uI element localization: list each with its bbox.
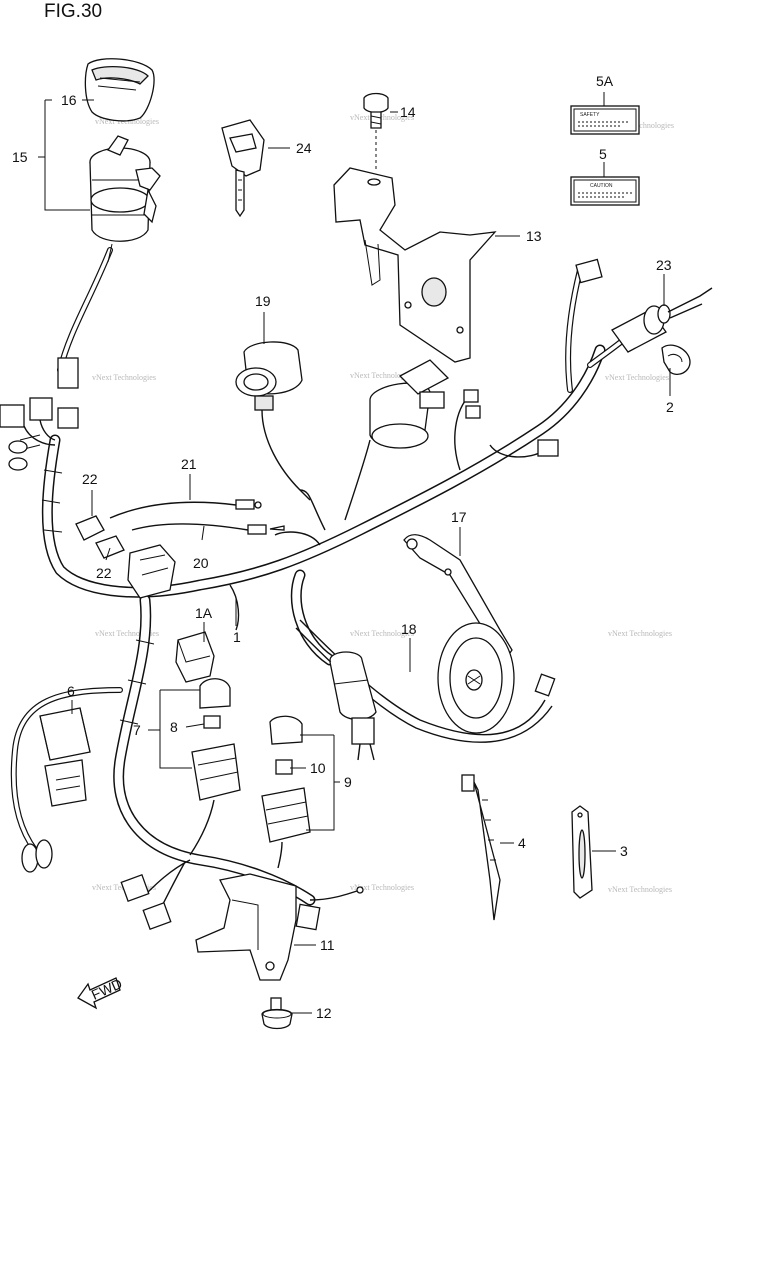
caution-label-text: CAUTION (590, 183, 613, 189)
watermark: vNext Technologies (350, 113, 414, 122)
part-label: 18 (401, 621, 417, 637)
clamp-3 (571, 805, 593, 899)
part-label: 12 (316, 1005, 332, 1021)
lower-coil (329, 651, 377, 761)
safety-label: SAFETY (570, 105, 640, 135)
connector-cap-22-lower (95, 535, 125, 559)
part-label: 5A (596, 73, 614, 89)
part-label: 22 (82, 471, 98, 487)
part-label: 20 (193, 555, 209, 571)
part-label: 9 (344, 774, 352, 790)
part-label: 16 (61, 92, 77, 108)
part-label: 7 (133, 722, 141, 738)
watermarks: vNext Technologies vNext Technologies vN… (92, 113, 674, 894)
bolt-12 (261, 997, 293, 1030)
watermark: vNext Technologies (350, 629, 414, 638)
lead-wire-21 (109, 499, 262, 519)
part-label: 24 (296, 140, 312, 156)
fuse-box-9 (261, 715, 311, 869)
bracket-11 (195, 873, 297, 981)
bolt-14 (363, 92, 389, 172)
watermark: vNext Technologies (350, 371, 414, 380)
part-label: 13 (526, 228, 542, 244)
part-label: 11 (320, 937, 335, 953)
fuse-box-7 (189, 678, 241, 856)
watermark: vNext Technologies (95, 117, 159, 126)
safety-label-text: SAFETY (580, 112, 600, 118)
watermark: vNext Technologies (610, 121, 674, 130)
part-label: 1A (195, 605, 213, 621)
part-label: 19 (255, 293, 271, 309)
cable-tie-4 (461, 774, 501, 921)
switch-23 (575, 258, 713, 353)
part-label: 14 (400, 104, 416, 120)
caution-label: CAUTION (570, 176, 640, 206)
bracket-13 (333, 167, 497, 363)
part-label: 21 (181, 456, 197, 472)
watermark: vNext Technologies (350, 883, 414, 892)
part-label: 5 (599, 146, 607, 162)
handlebar-switch-19 (235, 341, 311, 501)
forward-arrow-icon: FWD (77, 975, 125, 1010)
part-label: 15 (12, 149, 28, 165)
ignition-key-cap (84, 58, 155, 122)
part-label: 23 (656, 257, 672, 273)
watermark: vNext Technologies (605, 373, 669, 382)
ignition-switch (89, 135, 161, 263)
part-label: 2 (666, 399, 674, 415)
part-label: 4 (518, 835, 526, 851)
left-connector-cluster (0, 357, 79, 471)
part-label: 3 (620, 843, 628, 859)
connector-cap-22-upper (75, 515, 105, 541)
part-label: 8 (170, 719, 178, 735)
part-label: 22 (96, 565, 112, 581)
lead-wire-20 (131, 523, 285, 535)
watermark: vNext Technologies (608, 885, 672, 894)
key (221, 119, 265, 218)
forward-label: FWD (89, 975, 125, 1003)
right-connectors (463, 389, 559, 697)
relay-6 (21, 707, 91, 873)
watermark: vNext Technologies (92, 373, 156, 382)
left-lower-connectors (120, 874, 364, 931)
watermark: vNext Technologies (95, 629, 159, 638)
watermark: vNext Technologies (608, 629, 672, 638)
part-label: 1 (233, 629, 241, 645)
relay-1a (175, 631, 215, 683)
horn-17 (403, 534, 515, 734)
ignition-coil (369, 359, 450, 449)
leader-lines (38, 92, 671, 1014)
part-label: 17 (451, 509, 467, 525)
clamp-2 (661, 344, 691, 376)
part-label: 6 (67, 683, 75, 699)
junction-relay (127, 544, 176, 599)
part-number-labels: 1 1A 2 3 4 5 5A 6 7 8 9 10 11 12 13 14 1… (12, 73, 674, 1021)
figure-title: FIG.30 (44, 1, 103, 22)
part-label: 10 (310, 760, 326, 776)
